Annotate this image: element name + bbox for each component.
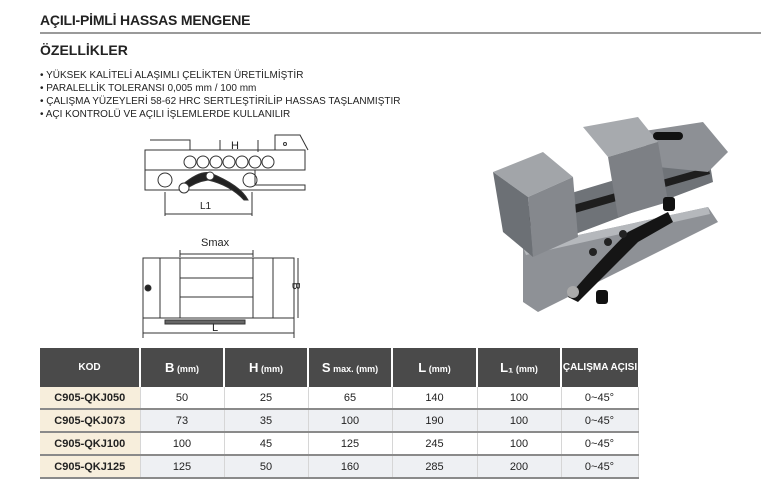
cell-b: 73 (140, 409, 225, 433)
header-label: L₁ (500, 360, 514, 375)
vise-product-image (493, 117, 728, 312)
side-view-drawing (144, 134, 309, 216)
cell-code: C905-QKJ073 (40, 409, 141, 433)
cell-l: 285 (392, 455, 478, 479)
header-smax: S max. (mm) (308, 348, 393, 387)
header-label: S (321, 360, 331, 375)
cell-b: 125 (140, 455, 225, 479)
header-l1: L₁ (mm) (477, 348, 562, 387)
header-unit: (mm) (174, 364, 199, 374)
cell-b: 50 (140, 387, 225, 410)
cell-smax: 100 (308, 409, 393, 433)
feature-item: ÇALIŞMA YÜZEYLERİ 58-62 HRC SERTLEŞTİRİL… (40, 95, 400, 108)
cell-code: C905-QKJ050 (40, 387, 141, 410)
cell-l: 245 (392, 432, 478, 456)
feature-item: AÇI KONTROLÜ VE AÇILI İŞLEMLERDE KULLANI… (40, 108, 400, 121)
section-title: ÖZELLİKLER (40, 42, 128, 58)
dim-label-b: B (289, 282, 302, 290)
title-divider (40, 32, 761, 34)
cell-l1: 100 (477, 387, 562, 410)
header-working-angle: ÇALIŞMA AÇISI (561, 348, 638, 387)
feature-item: PARALELLİK TOLERANSI 0,005 mm / 100 mm (40, 82, 400, 95)
cell-l: 190 (392, 409, 478, 433)
header-label: B (165, 360, 175, 375)
top-view-drawing (142, 250, 299, 338)
cell-l1: 200 (477, 455, 562, 479)
header-unit: (mm) (513, 364, 538, 374)
header-kod: KOD (40, 348, 141, 387)
dim-label-l1: L1 (200, 201, 212, 212)
cell-angle: 0~45° (561, 455, 639, 479)
cell-angle: 0~45° (561, 409, 639, 433)
header-unit: (mm) (258, 364, 283, 374)
cell-l: 140 (392, 387, 478, 410)
header-h: H (mm) (224, 348, 309, 387)
cell-code: C905-QKJ125 (40, 455, 141, 479)
cell-h: 35 (224, 409, 309, 433)
header-label: L (418, 360, 427, 375)
dim-label-l: L (212, 322, 219, 334)
header-b: B (mm) (140, 348, 225, 387)
cell-h: 45 (224, 432, 309, 456)
table-header-row: KOD B (mm) H (mm) S max. (mm) L (mm) L₁ … (40, 348, 638, 387)
header-label: ÇALIŞMA AÇISI (562, 361, 638, 373)
cell-smax: 65 (308, 387, 393, 410)
header-kod-label: KOD (78, 362, 101, 373)
header-unit: max. (mm) (330, 364, 379, 374)
header-label: H (249, 360, 259, 375)
header-unit: (mm) (426, 364, 451, 374)
spec-table: KOD B (mm) H (mm) S max. (mm) L (mm) L₁ … (40, 348, 639, 479)
cell-angle: 0~45° (561, 387, 639, 410)
cell-h: 25 (224, 387, 309, 410)
dim-label-smax: Smax (201, 237, 230, 249)
header-l: L (mm) (392, 348, 478, 387)
cell-h: 50 (224, 455, 309, 479)
dim-label-h: H (231, 140, 239, 152)
cell-l1: 100 (477, 409, 562, 433)
feature-item: YÜKSEK KALİTELİ ALAŞIMLI ÇELİKTEN ÜRETİL… (40, 69, 400, 82)
cell-smax: 125 (308, 432, 393, 456)
cell-angle: 0~45° (561, 432, 639, 456)
cell-b: 100 (140, 432, 225, 456)
cell-code: C905-QKJ100 (40, 432, 141, 456)
cell-smax: 160 (308, 455, 393, 479)
feature-list: YÜKSEK KALİTELİ ALAŞIMLI ÇELİKTEN ÜRETİL… (40, 69, 401, 121)
page-title: AÇILI-PİMLİ HASSAS MENGENE (40, 12, 251, 28)
cell-l1: 100 (477, 432, 562, 456)
